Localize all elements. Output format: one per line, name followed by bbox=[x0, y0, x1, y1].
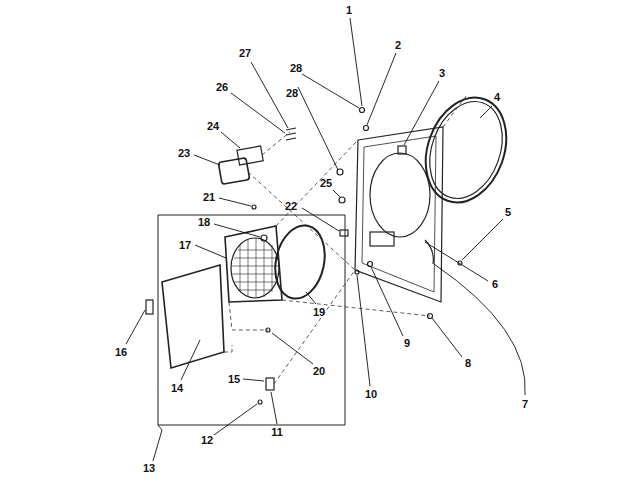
screw bbox=[339, 197, 345, 203]
screw bbox=[355, 270, 359, 274]
screw bbox=[258, 400, 262, 404]
screw bbox=[364, 126, 369, 131]
callout-number: 6 bbox=[492, 279, 498, 290]
callout-number: 25 bbox=[320, 178, 332, 189]
hinge-part bbox=[340, 230, 348, 236]
group-bracket bbox=[158, 215, 345, 425]
callout-number: 24 bbox=[207, 121, 219, 132]
callout-number: 27 bbox=[239, 48, 251, 59]
callout-number: 28 bbox=[286, 88, 298, 99]
callout-number: 19 bbox=[313, 307, 325, 318]
callout-number: 13 bbox=[143, 463, 155, 474]
door-gasket bbox=[269, 221, 331, 303]
callout-number: 23 bbox=[178, 148, 190, 159]
door-seal-ring-inner bbox=[417, 91, 515, 208]
callout-number: 5 bbox=[505, 207, 511, 218]
screw bbox=[360, 108, 365, 113]
panel-hinge bbox=[425, 240, 433, 264]
callout-number: 3 bbox=[439, 68, 445, 79]
callout-number: 17 bbox=[179, 240, 191, 251]
callout-number: 9 bbox=[404, 338, 410, 349]
callout-number: 22 bbox=[285, 201, 297, 212]
callout-number: 10 bbox=[365, 389, 377, 400]
panel-slot bbox=[370, 232, 394, 246]
callout-number: 21 bbox=[203, 192, 215, 203]
callout-number: 28 bbox=[290, 63, 302, 74]
screw bbox=[368, 262, 373, 267]
handle-part bbox=[218, 158, 249, 185]
callout-number: 2 bbox=[395, 40, 401, 51]
inner-door bbox=[225, 226, 282, 302]
callout-number: 18 bbox=[198, 217, 210, 228]
callout-number: 8 bbox=[465, 358, 471, 369]
callout-number: 7 bbox=[522, 399, 528, 410]
inner-door-window bbox=[231, 238, 279, 298]
panel-opening bbox=[370, 153, 430, 237]
door-handle bbox=[146, 300, 153, 314]
hinge-part bbox=[266, 378, 274, 390]
callout-number: 14 bbox=[171, 383, 183, 394]
callout-number: 12 bbox=[201, 435, 213, 446]
leader-lines bbox=[126, 18, 525, 461]
label-plate bbox=[237, 146, 263, 165]
clip-parts bbox=[286, 128, 296, 140]
callout-number: 15 bbox=[228, 374, 240, 385]
outer-door bbox=[162, 265, 224, 368]
callout-number: 11 bbox=[271, 427, 283, 438]
latch-part bbox=[398, 146, 406, 154]
callout-number: 4 bbox=[494, 92, 500, 103]
screw bbox=[261, 235, 267, 241]
callout-number: 1 bbox=[346, 5, 352, 16]
callout-number: 26 bbox=[216, 82, 228, 93]
door-seal-ring bbox=[412, 86, 520, 213]
screw bbox=[252, 205, 256, 209]
callout-number: 20 bbox=[313, 366, 325, 377]
callout-number: 16 bbox=[115, 347, 127, 358]
